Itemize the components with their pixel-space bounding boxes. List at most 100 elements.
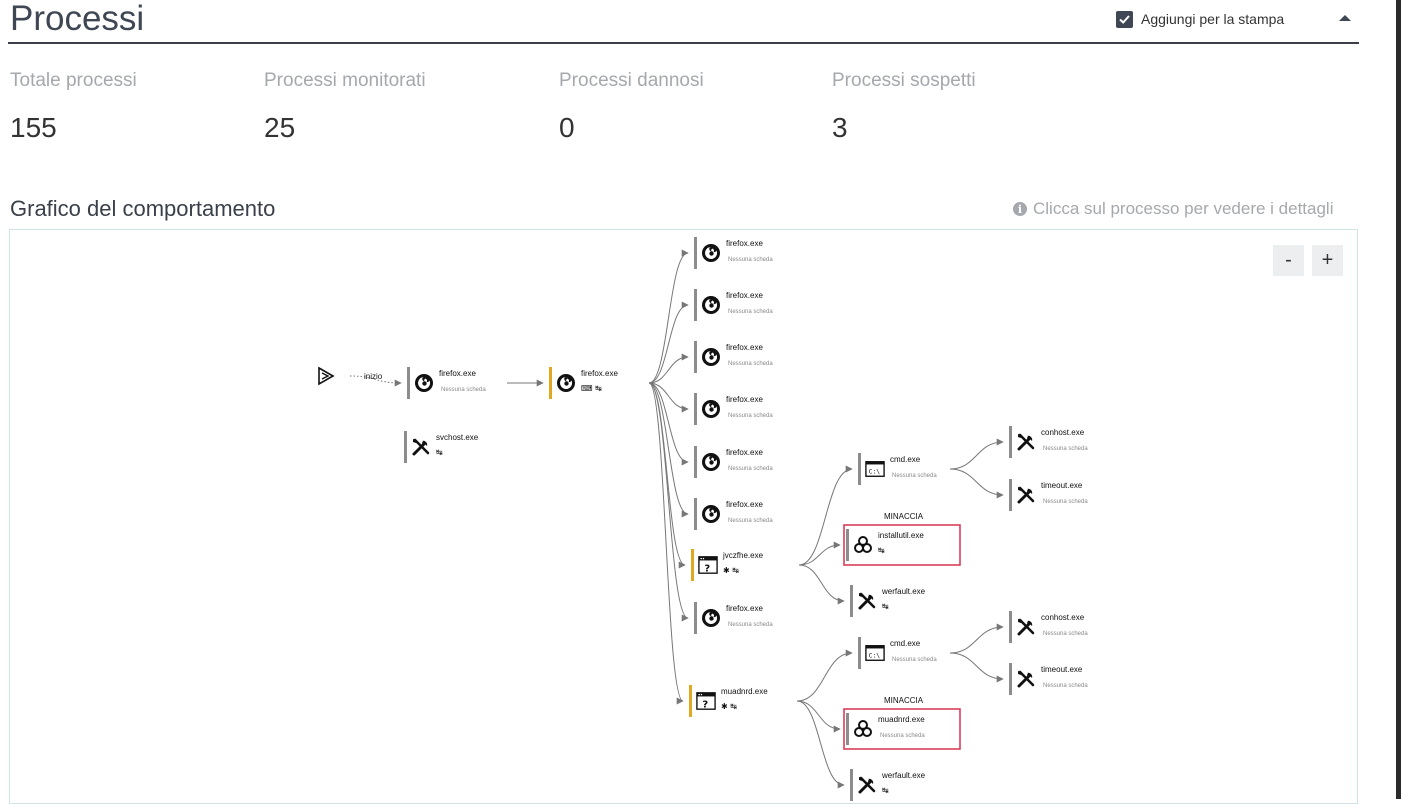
process-name: installutil.exe (878, 531, 924, 540)
process-behavior-badges: ↹ (882, 786, 889, 795)
tools-icon (1016, 432, 1035, 451)
process-status-bar (1009, 611, 1012, 643)
firefox-icon (702, 400, 720, 418)
tools-icon (411, 437, 430, 456)
zoom-out-button[interactable]: - (1273, 245, 1304, 276)
firefox-icon (557, 374, 575, 392)
process-status-bar (846, 713, 849, 745)
graph-edge (648, 382, 689, 518)
process-card-status: Nessuna scheda (1043, 683, 1088, 689)
process-name: firefox.exe (439, 369, 476, 378)
start-icon (318, 367, 334, 385)
process-name: timeout.exe (1041, 665, 1083, 674)
process-status-bar (694, 446, 697, 478)
process-behavior-badges: ↹ (878, 546, 885, 555)
graph-edge (949, 468, 1004, 499)
process-status-bar (694, 289, 697, 321)
process-name: firefox.exe (581, 369, 618, 378)
process-name: jvczfhe.exe (722, 551, 764, 560)
firefox-icon (702, 244, 720, 262)
process-name: conhost.exe (1041, 428, 1085, 437)
cmd-icon (865, 460, 885, 478)
process-node-svchost[interactable]: svchost.exe ↹ (404, 431, 479, 463)
process-card-status: Nessuna scheda (892, 657, 937, 663)
page-title: Processi (10, 0, 145, 38)
firefox-icon (702, 609, 720, 627)
stat-label: Processi dannosi (559, 70, 704, 91)
stat-suspicious-processes: Processi sospetti 3 (832, 70, 976, 144)
process-name: werfault.exe (881, 771, 926, 780)
process-status-bar (404, 431, 407, 463)
start-node: inizio (318, 367, 383, 385)
process-card-status: Nessuna scheda (728, 518, 773, 524)
stat-value: 0 (559, 112, 575, 143)
process-status-bar (1009, 479, 1012, 511)
process-node-werfault[interactable]: werfault.exe↹ (850, 585, 926, 617)
process-card-status: Nessuna scheda (1043, 446, 1088, 452)
add-to-print-toggle[interactable]: Aggiungi per la stampa (1116, 9, 1284, 29)
process-card-status: Nessuna scheda (1043, 499, 1088, 505)
zoom-in-button[interactable]: + (1312, 245, 1343, 276)
threat-frame (843, 708, 961, 750)
process-name: firefox.exe (726, 500, 763, 509)
process-name: firefox.exe (726, 395, 763, 404)
firefox-icon (415, 374, 433, 392)
graph-edge (949, 438, 1004, 470)
biohazard-icon (854, 720, 872, 737)
behavior-graph-title: Grafico del comportamento (10, 196, 276, 221)
graph-edge (798, 541, 841, 566)
process-node-firefox[interactable]: firefox.exe⌨ ↹ (549, 367, 618, 399)
process-card-status: Nessuna scheda (728, 257, 773, 263)
process-status-bar (549, 367, 552, 399)
process-node-jvczfhe[interactable]: jvczfhe.exe✱ ↹ (691, 549, 764, 581)
process-name: firefox.exe (726, 343, 763, 352)
process-status-bar (858, 453, 861, 485)
process-status-bar (694, 237, 697, 269)
process-name: svchost.exe (436, 433, 479, 442)
stat-label: Processi monitorati (264, 70, 426, 91)
firefox-icon (702, 453, 720, 471)
graph-edge (648, 382, 684, 705)
tools-icon (857, 775, 876, 794)
graph-edge (796, 700, 841, 733)
threat-label: MINACCIA (884, 696, 924, 705)
window-scrollbar[interactable] (1396, 0, 1401, 799)
stat-label: Totale processi (10, 70, 137, 91)
biohazard-icon (854, 536, 872, 553)
print-checkbox[interactable] (1116, 10, 1133, 28)
process-status-bar (694, 602, 697, 634)
process-node-werfault[interactable]: werfault.exe ↹ (850, 769, 926, 801)
process-behavior-badges: ↹ (436, 448, 443, 457)
process-name: conhost.exe (1041, 613, 1085, 622)
process-status-bar (858, 637, 861, 669)
process-node-muadnrd[interactable]: muadnrd.exe✱ ↹ (689, 685, 768, 717)
collapse-caret-icon[interactable] (1339, 15, 1351, 21)
graph-edge (949, 652, 1004, 683)
process-status-bar (689, 685, 692, 717)
process-card-status: Nessuna scheda (728, 466, 773, 472)
process-status-bar (694, 341, 697, 373)
check-icon (1119, 14, 1130, 24)
process-behavior-badges: ↹ (882, 602, 889, 611)
process-name: cmd.exe (890, 455, 921, 464)
process-name: muadnrd.exe (721, 687, 768, 696)
